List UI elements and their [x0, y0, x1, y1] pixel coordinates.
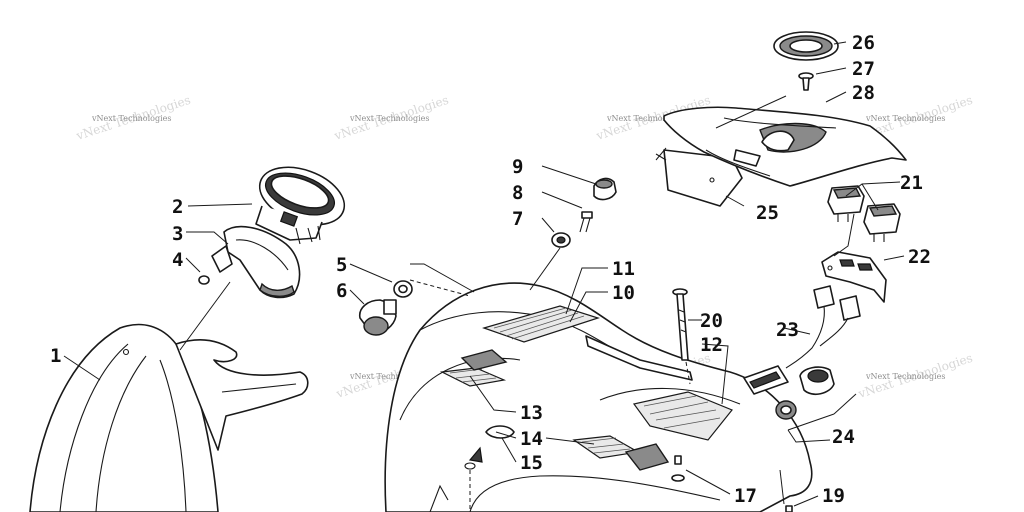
watermark-1: vNext Technologies vNext Technologies [74, 93, 193, 143]
callout-8: 8 [512, 182, 523, 204]
part-28-upper-cover [663, 106, 907, 187]
callout-24: 24 [832, 426, 855, 448]
callout-28: 28 [852, 82, 875, 104]
watermark-text: vNext Technologies [865, 114, 945, 123]
part-19-screw [785, 505, 793, 512]
part-4-nut [198, 275, 210, 285]
part-9-knob [593, 177, 617, 201]
part-1-hood-panel [29, 323, 309, 512]
part-26-seal-ring [773, 31, 839, 61]
callout-6: 6 [336, 280, 347, 302]
part-24-outlet [775, 366, 857, 443]
main-console [384, 282, 813, 512]
part-27-screw [798, 72, 814, 91]
part-13-decal [439, 367, 507, 387]
callout-11: 11 [612, 258, 635, 280]
callout-19: 19 [822, 485, 845, 507]
callout-22: 22 [908, 246, 931, 268]
callout-10: 10 [612, 282, 635, 304]
part-3-bezel-bracket [211, 225, 301, 299]
callout-3: 3 [172, 223, 183, 245]
part-23-wiring-harness [743, 285, 861, 395]
part-6-ignition-switch [358, 299, 397, 336]
part-12-decal [632, 391, 733, 441]
watermark-8: vNext Technologies vNext Technologies [856, 351, 975, 401]
callout-5: 5 [336, 254, 347, 276]
watermark-text: vNext Technologies [91, 114, 171, 123]
callout-27: 27 [852, 58, 875, 80]
part-8-screw [579, 211, 593, 233]
part-20-bolt [672, 288, 691, 385]
watermark-text: vNext Technologies [349, 114, 429, 123]
watermark-2: vNext Technologies vNext Technologies [332, 93, 451, 143]
callout-13: 13 [520, 402, 543, 424]
callout-15: 15 [520, 452, 543, 474]
callout-17: 17 [734, 485, 757, 507]
callout-26: 26 [852, 32, 875, 54]
leader-lines [63, 41, 905, 507]
callout-14: 14 [520, 428, 543, 450]
part-22-switch-bracket [821, 251, 887, 303]
callout-4: 4 [172, 249, 183, 271]
part-5-washer [393, 280, 413, 298]
callout-12: 12 [700, 334, 723, 356]
callout-23: 23 [776, 319, 799, 341]
callout-25: 25 [756, 202, 779, 224]
watermark-text: vNext Technologies [865, 372, 945, 381]
callout-2: 2 [172, 196, 183, 218]
part-17-screw [671, 474, 685, 482]
callout-1: 1 [50, 345, 61, 367]
watermark-text: vNext Technologies [606, 114, 686, 123]
part-7-grommet [551, 232, 571, 248]
watermark-text: vNext Technologies [349, 372, 429, 381]
callout-20: 20 [700, 310, 723, 332]
part-21-switches [827, 185, 901, 242]
callout-labels: 2 3 4 1 5 6 9 8 7 11 10 20 12 13 14 15 1… [50, 32, 931, 507]
part-2-gauge-housing [255, 166, 346, 245]
callout-21: 21 [900, 172, 923, 194]
callout-7: 7 [512, 208, 523, 230]
callout-9: 9 [512, 156, 523, 178]
part-11-decal [482, 305, 600, 343]
